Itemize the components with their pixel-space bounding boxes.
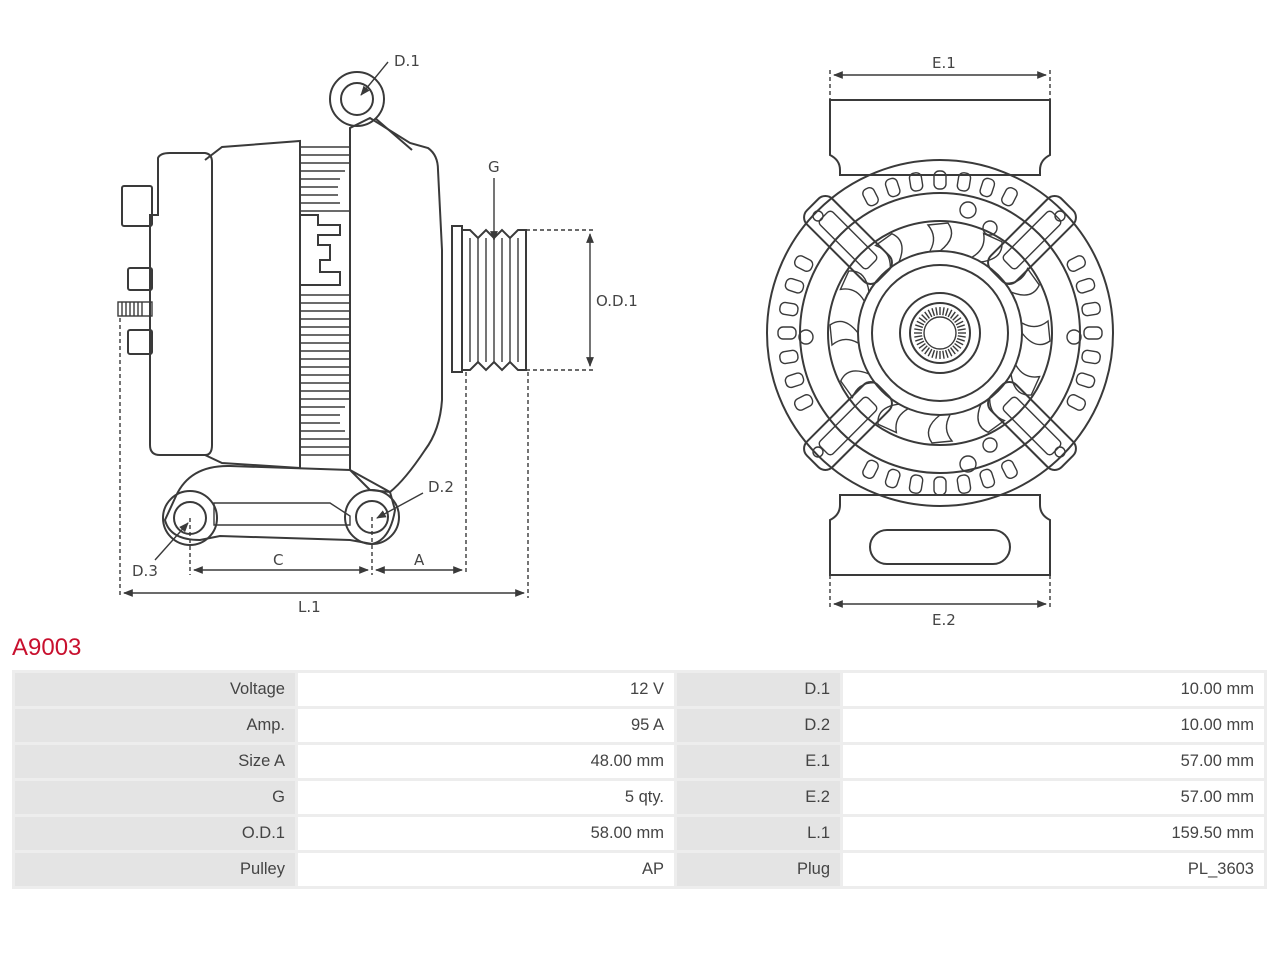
spec-value: 12 V <box>298 673 674 706</box>
spec-label: Plug <box>677 853 840 886</box>
spec-label: E.1 <box>677 745 840 778</box>
spec-value: 10.00 mm <box>843 673 1264 706</box>
spec-label: L.1 <box>677 817 840 850</box>
spec-value: 57.00 mm <box>843 781 1264 814</box>
l1-label: L.1 <box>298 598 321 616</box>
a-label: A <box>414 551 425 569</box>
spec-value: 58.00 mm <box>298 817 674 850</box>
alternator-diagram: D.1 G O.D.1 D.2 D.3 C A L.1 <box>117 52 1114 629</box>
od1-label: O.D.1 <box>596 292 638 310</box>
spec-label: Voltage <box>15 673 295 706</box>
spec-value: 159.50 mm <box>843 817 1264 850</box>
spec-value: 95 A <box>298 709 674 742</box>
spec-label: O.D.1 <box>15 817 295 850</box>
d1-label: D.1 <box>394 52 420 70</box>
c-label: C <box>273 551 283 569</box>
g-label: G <box>488 158 500 176</box>
part-number: A9003 <box>12 634 82 661</box>
spec-label: Pulley <box>15 853 295 886</box>
d2-label: D.2 <box>428 478 454 496</box>
side-view: D.1 G O.D.1 D.2 D.3 C A L.1 <box>117 52 638 616</box>
spec-label: E.2 <box>677 781 840 814</box>
spec-value: AP <box>298 853 674 886</box>
e2-label: E.2 <box>932 611 956 629</box>
spec-label: D.2 <box>677 709 840 742</box>
e1-label: E.1 <box>932 54 956 72</box>
spec-value: 5 qty. <box>298 781 674 814</box>
d3-label: D.3 <box>132 562 158 580</box>
spec-label: Size A <box>15 745 295 778</box>
front-view: E.1 E.2 <box>766 54 1114 629</box>
spec-label: D.1 <box>677 673 840 706</box>
spec-value: 57.00 mm <box>843 745 1264 778</box>
spec-label: Amp. <box>15 709 295 742</box>
spec-label: G <box>15 781 295 814</box>
spec-value: 48.00 mm <box>298 745 674 778</box>
spec-value: PL_3603 <box>843 853 1264 886</box>
spec-value: 10.00 mm <box>843 709 1264 742</box>
